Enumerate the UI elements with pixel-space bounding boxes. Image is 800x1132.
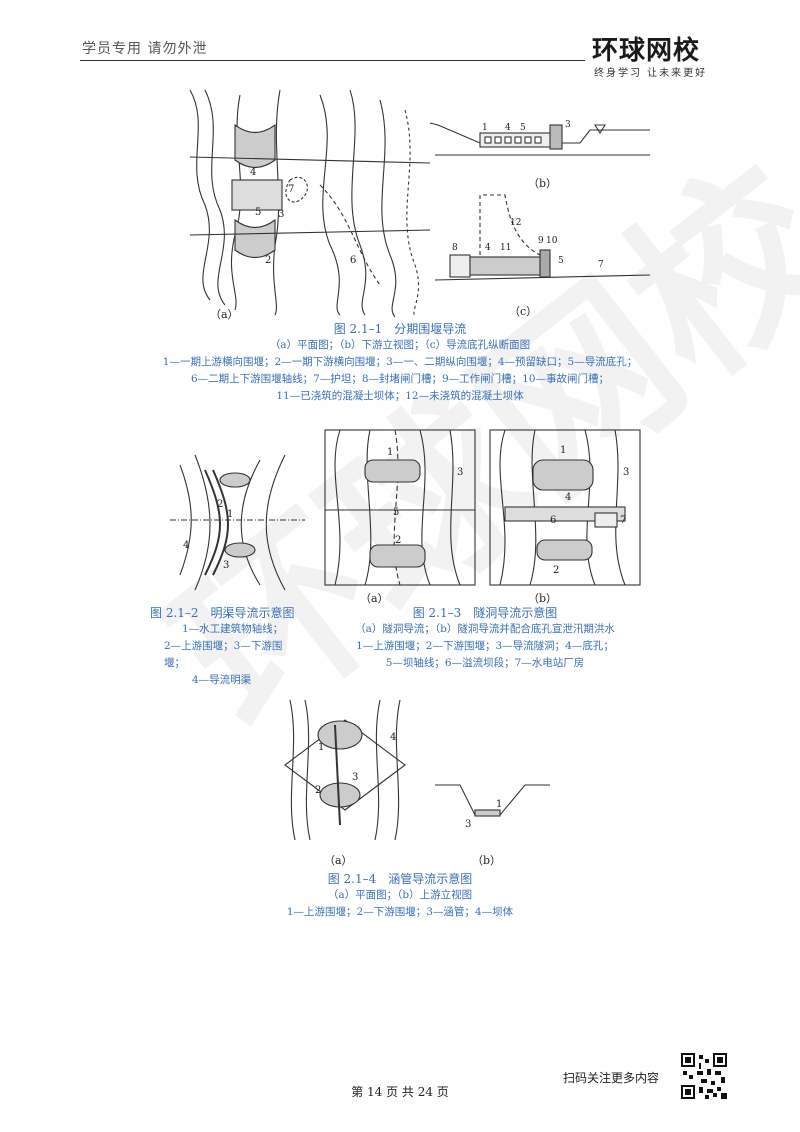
svg-text:2: 2: [553, 565, 559, 576]
fig2-line-2: 2—上游围堰；3—下游围堰；: [164, 640, 283, 669]
svg-text:4: 4: [390, 732, 396, 743]
fig2-line-1: 1—水工建筑物轴线；: [182, 623, 284, 635]
plan-view-a: 4 5 3 2 6 7: [189, 89, 431, 318]
svg-text:12: 12: [510, 218, 521, 228]
logo-wordmark-text: 环球网校: [592, 36, 701, 66]
page-number: 第 14 页 共 24 页: [351, 1085, 449, 1099]
fig4-title: 图 2.1–4 涵管导流示意图: [327, 872, 473, 886]
fig2-caption: 图 2.1–2 明渠导流示意图 1—水工建筑物轴线； 2—上游围堰；3—下游围堰…: [150, 604, 300, 689]
fig1-sublabel-b: （b）: [528, 177, 558, 190]
fig1-caption: 图 2.1–1 分期围堰导流 （a）平面图；（b）下游立视图；（c）导流底孔纵断…: [100, 320, 700, 405]
svg-text:1: 1: [318, 742, 324, 753]
downstream-view-b: 1 4 5 3: [429, 120, 650, 156]
header-confidential-text: 学员专用 请勿外泄: [82, 41, 208, 57]
svg-text:7: 7: [620, 515, 626, 526]
svg-text:4: 4: [250, 167, 256, 178]
svg-text:2: 2: [217, 499, 223, 510]
outlet-section-c: 8 4 11 12 9 10 5 7: [434, 194, 651, 281]
logo-slogan: 终身学习 让未来更好: [594, 68, 708, 79]
fig1-line-3: 6—二期上下游围堰轴线；7—护坦；8—封堵闸门槽；9—工作闸门槽；10—事故闸门…: [190, 373, 610, 385]
logo-wordmark: 环球网校: [592, 30, 700, 67]
svg-text:4: 4: [485, 243, 491, 253]
brand-logo: 环球网校 终身学习 让未来更好: [592, 30, 732, 80]
svg-text:4: 4: [183, 540, 189, 551]
svg-text:11: 11: [500, 243, 511, 253]
svg-text:1: 1: [227, 509, 233, 520]
header-divider: [80, 60, 585, 61]
fig1-line-1: （a）平面图；（b）下游立视图；（c）导流底孔纵断面图: [269, 339, 531, 351]
svg-text:1: 1: [560, 445, 566, 456]
fig1-line-2: 1—一期上游横向围堰；2—一期下游横向围堰；3—一、二期纵向围堰；4—预留缺口；…: [162, 356, 638, 368]
svg-text:3: 3: [352, 772, 358, 783]
fig1-sublabel-a: （a）: [210, 308, 239, 321]
fig2-title: 图 2.1–2 明渠导流示意图: [150, 606, 295, 620]
svg-text:9: 9: [538, 236, 544, 246]
figure-2-1-1-drawings: 4 5 3 2 6 7 1 4 5 3 8 4 11 12 9 10 5 7: [189, 89, 651, 318]
svg-text:7: 7: [598, 260, 604, 270]
fig1-line-4: 11—已浇筑的混凝土坝体；12—未浇筑的混凝土坝体: [276, 390, 524, 402]
svg-text:6: 6: [550, 515, 556, 526]
fig3-line-2: 1—上游围堰；2—下游围堰；3—导流隧洞；4—底孔；: [356, 640, 614, 652]
fig4-sublabel-b: （b）: [472, 854, 502, 867]
svg-text:3: 3: [465, 819, 471, 830]
svg-text:1: 1: [387, 447, 393, 458]
fig3-line-1: （a）隧洞导流；（b）隧洞导流并配合底孔宣泄汛期洪水: [355, 623, 615, 635]
svg-text:10: 10: [546, 236, 558, 246]
fig3-sublabel-b: （b）: [528, 592, 558, 605]
fig3-sublabel-a: （a）: [360, 592, 389, 605]
figure-2-1-4-drawings: 1 2 3 4 1 3: [284, 699, 550, 841]
svg-text:7: 7: [288, 184, 294, 195]
fig4-line-2: 1—上游围堰；2—下游围堰；3—涵管；4—坝体: [286, 906, 514, 918]
svg-text:8: 8: [452, 243, 458, 253]
svg-text:1: 1: [496, 799, 502, 810]
fig3-line-3: 5—坝轴线；6—溢流坝段；7—水电站厂房: [385, 657, 585, 669]
tunnel-a-drawing: 1 5 2 3: [324, 429, 476, 586]
qr-code-icon[interactable]: [681, 1053, 727, 1099]
fig4-caption: 图 2.1–4 涵管导流示意图 （a）平面图；（b）上游立视图 1—上游围堰；2…: [250, 870, 550, 921]
svg-text:5: 5: [520, 123, 526, 133]
tunnel-b-drawing: 1 4 6 7 2 3: [489, 429, 641, 586]
svg-text:5: 5: [255, 207, 261, 218]
fig4-line-1: （a）平面图；（b）上游立视图: [327, 889, 473, 901]
fig1-sublabel-c: （c）: [509, 305, 538, 318]
svg-text:2: 2: [265, 255, 271, 266]
fig2-line-3: 4—导流明渠: [192, 674, 252, 686]
svg-text:3: 3: [223, 560, 229, 571]
open-channel-drawing: 2 1 4 3: [170, 454, 305, 591]
svg-text:4: 4: [565, 492, 571, 503]
svg-text:3: 3: [623, 467, 629, 478]
fig3-caption: 图 2.1–3 隧洞导流示意图 （a）隧洞导流；（b）隧洞导流并配合底孔宣泄汛期…: [320, 604, 650, 672]
svg-text:5: 5: [393, 507, 399, 518]
svg-text:3: 3: [565, 120, 571, 130]
fig1-title: 图 2.1–1 分期围堰导流: [333, 322, 467, 336]
svg-text:5: 5: [558, 256, 564, 266]
fig4-sublabel-a: （a）: [324, 854, 353, 867]
svg-text:1: 1: [482, 123, 488, 133]
svg-text:6: 6: [350, 255, 356, 266]
svg-text:3: 3: [457, 467, 463, 478]
svg-text:3: 3: [278, 209, 284, 220]
fig3-title: 图 2.1–3 隧洞导流示意图: [412, 606, 558, 620]
culvert-upstream-b: 1 3: [435, 784, 550, 830]
svg-text:4: 4: [505, 123, 511, 133]
svg-text:2: 2: [315, 785, 321, 796]
scan-prompt: 扫码关注更多内容: [563, 1071, 660, 1085]
svg-text:2: 2: [395, 535, 401, 546]
figure-2-1-2-and-2-1-3-drawings: 2 1 4 3 1 5 2 3 1 4 6 7 2 3: [170, 429, 641, 591]
culvert-plan-a: 1 2 3 4: [284, 699, 406, 841]
